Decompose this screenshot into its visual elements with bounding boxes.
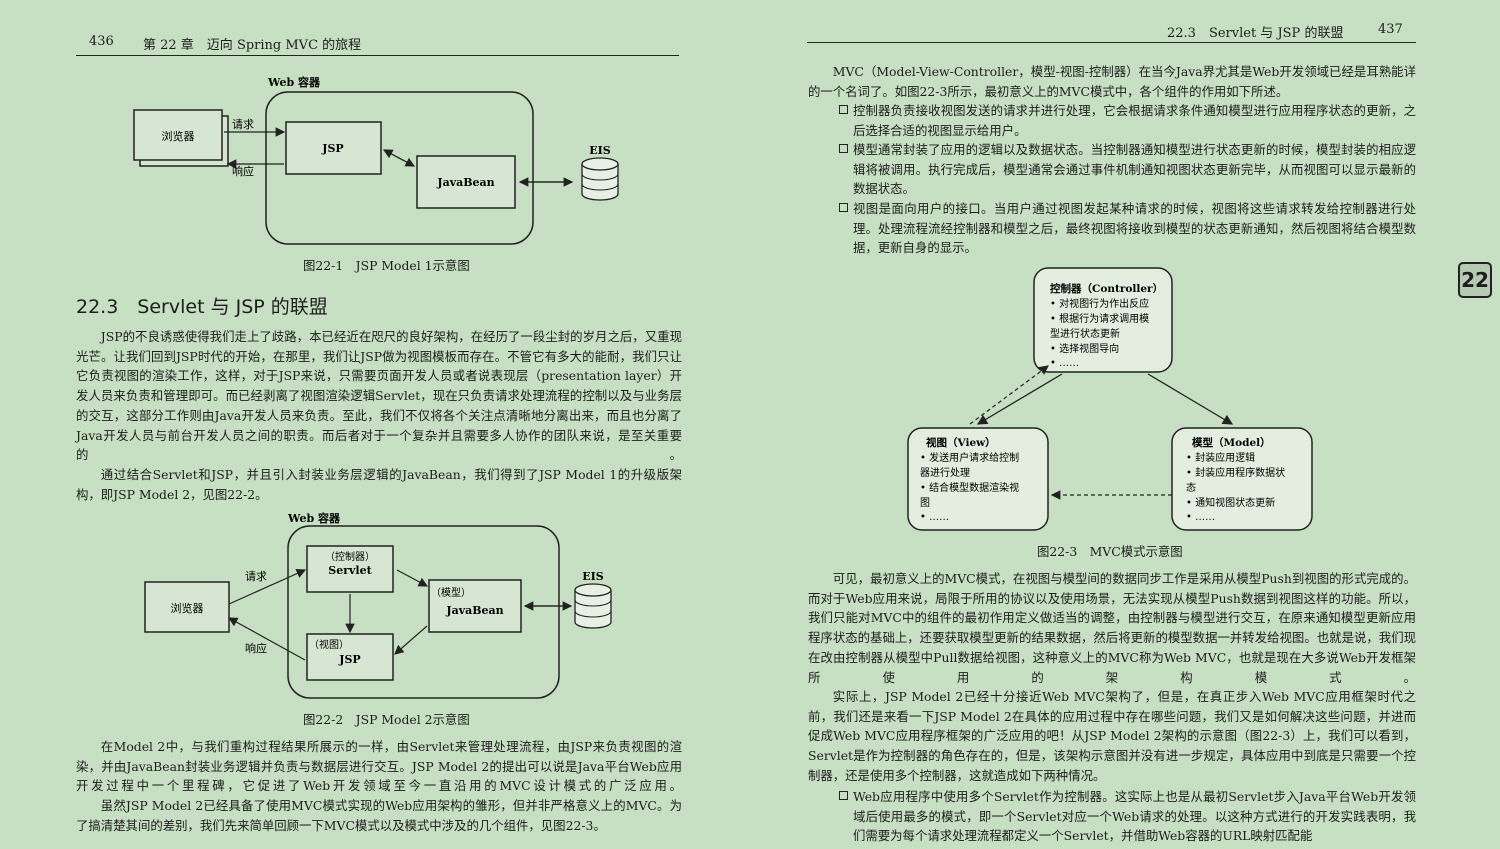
left-paragraph-1: JSP的不良诱惑使得我们走上了歧路，本已经近在咫尺的良好架构，在经历了一段尘封的… bbox=[76, 329, 682, 463]
fig1-javabean-box bbox=[416, 155, 516, 209]
fig2-bean-jsp-arrow bbox=[394, 625, 428, 655]
fig3-model-item-5: • …… bbox=[1186, 512, 1215, 523]
right-intro: MVC（Model-View-Controller，模型-视图-控制器）在当今J… bbox=[808, 64, 1416, 99]
fig2-jsp-box bbox=[306, 633, 394, 681]
fig3-controller-item-2: • 根据行为请求调用模 bbox=[1050, 312, 1149, 325]
fig1-caption: 图22-1 JSP Model 1示意图 bbox=[303, 258, 470, 273]
figure-22-3: 控制器（Controller） • 对视图行为作出反应 • 根据行为请求调用模 … bbox=[907, 267, 1313, 531]
right-page: 22.3 Servlet 与 JSP 的联盟 437 MVC（Model-Vie… bbox=[750, 0, 1500, 849]
fig3-view-item-4: 图 bbox=[920, 497, 930, 509]
bullet-square-icon bbox=[839, 791, 848, 800]
left-header-rule bbox=[76, 55, 679, 56]
fig1-response-label: 响应 bbox=[232, 164, 254, 178]
fig3-model-box bbox=[1171, 427, 1313, 531]
left-paragraph-3: 在Model 2中，与我们重构过程结果所展示的一样，由Servlet来管理处理流… bbox=[76, 739, 682, 794]
fig2-request-arrow bbox=[228, 569, 307, 605]
fig2-web-container bbox=[287, 525, 560, 699]
fig2-browser-box bbox=[144, 581, 230, 633]
fig2-servlet-bean-arrow bbox=[396, 569, 429, 587]
fig1-web-container bbox=[265, 91, 534, 245]
fig2-model-label: （模型） bbox=[431, 586, 471, 599]
fig2-javabean-box bbox=[428, 579, 522, 633]
fig3-controller-box bbox=[1033, 267, 1173, 373]
fig3-view-title: 视图（View） bbox=[926, 436, 996, 449]
fig3-model-item-3: 态 bbox=[1186, 481, 1196, 494]
left-page-number: 436 bbox=[89, 34, 114, 49]
fig2-eis-label: EIS bbox=[582, 570, 604, 583]
fig3-view-item-3: • 结合模型数据渲染视 bbox=[920, 481, 1019, 494]
left-paragraph-4: 虽然JSP Model 2已经具备了使用MVC模式实现的Web应用架构的雏形，但… bbox=[76, 798, 682, 833]
fig1-eis-label: EIS bbox=[589, 144, 611, 157]
fig1-jsp-box bbox=[285, 121, 382, 175]
left-page: 436 第 22 章 迈向 Spring MVC 的旅程 Web 容器 浏览器 … bbox=[76, 34, 682, 833]
right-header-rule bbox=[807, 42, 1416, 43]
fig3-controller-title: 控制器（Controller） bbox=[1050, 282, 1163, 295]
right-bullet-last: Web应用程序中使用多个Servlet作为控制器。这实际上也是从最初Servle… bbox=[839, 787, 1416, 846]
chapter-tab-badge: 22 bbox=[1458, 262, 1492, 298]
fig2-view-label: （视图） bbox=[309, 638, 349, 651]
fig1-browser-label: 浏览器 bbox=[162, 129, 195, 143]
fig2-javabean-label: JavaBean bbox=[445, 604, 503, 617]
fig3-view-item-2: 器进行处理 bbox=[920, 466, 970, 479]
fig2-request-label: 请求 bbox=[245, 570, 267, 583]
figure-22-1: Web 容器 浏览器 请求 响应 JSP JavaBean EIS bbox=[133, 75, 619, 245]
bullet-square-icon bbox=[839, 144, 848, 153]
fig3-controller-item-4: • 选择视图导向 bbox=[1050, 342, 1119, 355]
fig2-response-arrow bbox=[227, 617, 306, 661]
right-bullet-last-text: Web应用程序中使用多个Servlet作为控制器。这实际上也是从最初Servle… bbox=[853, 789, 1416, 844]
fig1-browser-box bbox=[133, 109, 223, 161]
section-title: 22.3 Servlet 与 JSP 的联盟 bbox=[76, 296, 328, 318]
right-bullet-2: 模型通常封装了应用的逻辑以及数据状态。当控制器通知模型进行状态更新的时候，模型封… bbox=[839, 140, 1416, 199]
fig3-view-box bbox=[907, 427, 1049, 531]
fig3-view-item-1: • 发送用户请求给控制 bbox=[920, 451, 1019, 464]
fig2-container-label: Web 容器 bbox=[287, 511, 341, 525]
fig2-response-label: 响应 bbox=[245, 641, 267, 655]
fig2-servlet-label: Servlet bbox=[328, 564, 372, 577]
fig3-controller-item-3: 型进行状态更新 bbox=[1050, 327, 1120, 340]
right-bullet-2-text: 模型通常封装了应用的逻辑以及数据状态。当控制器通知模型进行状态更新的时候，模型封… bbox=[853, 142, 1416, 197]
fig3-controller-item-5: • …… bbox=[1050, 358, 1079, 369]
fig2-jsp-label: JSP bbox=[338, 653, 360, 666]
fig1-jsp-label: JSP bbox=[321, 142, 343, 155]
fig3-view-item-5: • …… bbox=[920, 512, 949, 523]
fig3-model-item-2: • 封装应用程序数据状 bbox=[1186, 466, 1285, 479]
right-bullet-1: 控制器负责接收视图发送的请求并进行处理，它会根据请求条件通知模型进行应用程序状态… bbox=[839, 101, 1416, 140]
fig3-model-item-4: • 通知视图状态更新 bbox=[1186, 496, 1275, 509]
fig1-bean-jsp-arrow bbox=[382, 149, 415, 167]
fig2-controller-label: （控制器） bbox=[325, 550, 375, 563]
fig2-servlet-box bbox=[306, 545, 394, 593]
bullet-square-icon bbox=[839, 105, 848, 114]
bullet-square-icon bbox=[839, 203, 848, 212]
fig1-request-label: 请求 bbox=[232, 118, 254, 131]
left-chapter-header: 第 22 章 迈向 Spring MVC 的旅程 bbox=[143, 38, 362, 53]
right-bullet-1-text: 控制器负责接收视图发送的请求并进行处理，它会根据请求条件通知模型进行应用程序状态… bbox=[853, 103, 1416, 138]
fig2-eis-database-icon bbox=[574, 583, 612, 629]
fig2-caption: 图22-2 JSP Model 2示意图 bbox=[303, 712, 470, 727]
fig2-browser-label: 浏览器 bbox=[171, 601, 204, 615]
right-paragraph-1: 可见，最初意义上的MVC模式，在视图与模型间的数据同步工作是采用从模型Push到… bbox=[808, 571, 1416, 685]
fig1-eis-database-icon bbox=[581, 157, 619, 201]
right-bullet-3: 视图是面向用户的接口。当用户通过视图发起某种请求的时候，视图将这些请求转发给控制… bbox=[839, 199, 1416, 258]
fig3-model-title: 模型（Model） bbox=[1192, 436, 1271, 449]
right-bullet-3-text: 视图是面向用户的接口。当用户通过视图发起某种请求的时候，视图将这些请求转发给控制… bbox=[853, 201, 1416, 256]
fig3-view-controller-arrow bbox=[969, 365, 1049, 425]
left-paragraph-2: 通过结合Servlet和JSP，并且引入封装业务层逻辑的JavaBean，我们得… bbox=[76, 467, 682, 502]
right-page-number: 437 bbox=[1378, 22, 1403, 37]
fig3-controller-view-arrow bbox=[976, 373, 1063, 425]
fig3-controller-item-1: • 对视图行为作出反应 bbox=[1050, 297, 1149, 310]
right-section-header: 22.3 Servlet 与 JSP 的联盟 bbox=[1167, 26, 1344, 41]
right-paragraph-2: 实际上，JSP Model 2已经十分接近Web MVC架构了，但是，在真正步入… bbox=[808, 689, 1416, 783]
fig1-javabean-label: JavaBean bbox=[436, 176, 494, 189]
fig3-model-item-1: • 封装应用逻辑 bbox=[1186, 451, 1255, 464]
fig1-container-label: Web 容器 bbox=[267, 75, 321, 89]
fig3-caption: 图22-3 MVC模式示意图 bbox=[1037, 544, 1183, 559]
fig3-controller-model-arrow bbox=[1147, 373, 1234, 425]
figure-22-2: Web 容器 浏览器 请求 响应 （控制器） Servlet （模型） Java… bbox=[144, 511, 612, 699]
